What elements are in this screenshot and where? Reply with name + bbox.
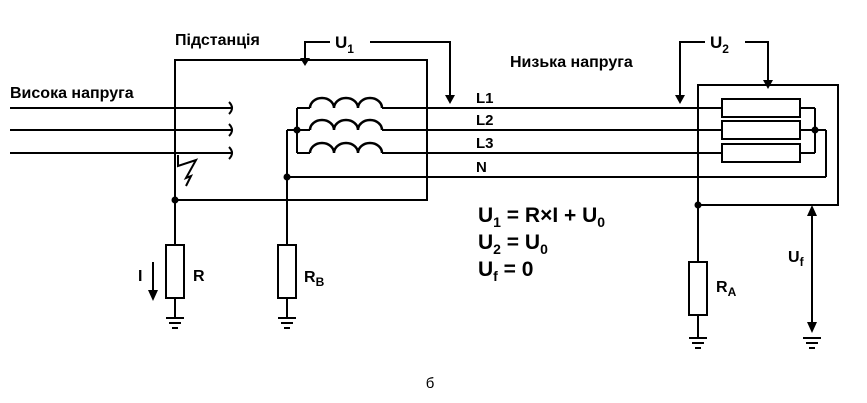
resistor-r xyxy=(165,244,185,299)
u1-bracket-right xyxy=(370,41,451,95)
label-u2: U2 xyxy=(710,33,729,56)
formulas: U1 = R×I + U0 U2 = U0 Uf = 0 xyxy=(478,204,605,284)
label-uf: Uf xyxy=(788,249,805,269)
transformer-coil-l2 xyxy=(308,118,384,131)
load-resistor-3 xyxy=(721,143,801,163)
u2-bracket-right xyxy=(745,41,769,80)
ground-symbol-rb xyxy=(278,317,296,329)
hv-break-2 xyxy=(228,123,233,137)
junction-dot xyxy=(171,196,179,204)
figure-caption: б xyxy=(426,375,435,392)
formula-u2: U2 = U0 xyxy=(478,231,548,257)
label-low-voltage: Низька напруга xyxy=(510,54,633,71)
label-n: N xyxy=(476,159,487,176)
label-r: R xyxy=(193,268,205,285)
label-substation: Підстанція xyxy=(175,32,260,49)
fault-lightning xyxy=(177,155,199,187)
u2-arrow-right xyxy=(763,80,773,89)
load-resistor-1 xyxy=(721,98,801,118)
label-high-voltage: Висока напруга xyxy=(10,85,134,102)
uf-arrow-top xyxy=(807,205,817,216)
ground-symbol-r xyxy=(166,317,184,329)
label-current: I xyxy=(138,268,142,285)
consumer-ground-dot xyxy=(694,201,702,209)
formula-u1: U1 = R×I + U0 xyxy=(478,204,605,230)
label-rb: RB xyxy=(304,269,325,289)
hv-break-3 xyxy=(228,146,233,160)
ground-symbol-ra xyxy=(689,337,707,349)
transformer-coil-l3 xyxy=(308,141,384,154)
ground-symbol-uf xyxy=(803,337,821,349)
u1-bracket-left xyxy=(304,41,330,60)
label-l2: L2 xyxy=(476,112,494,129)
transformer-coil-l1 xyxy=(308,96,384,109)
label-ra: RA xyxy=(716,279,737,299)
uf-arrow-bottom xyxy=(807,322,817,333)
label-u1: U1 xyxy=(335,33,354,56)
u1-arrow-right xyxy=(445,95,455,104)
resistor-rb xyxy=(277,244,297,299)
load-resistor-2 xyxy=(721,120,801,140)
u1-arrow-left xyxy=(300,58,310,66)
u2-arrow-left xyxy=(675,95,685,104)
label-l1: L1 xyxy=(476,90,494,107)
resistor-ra xyxy=(688,261,708,316)
current-arrow-head xyxy=(148,290,158,301)
hv-break-1 xyxy=(228,101,233,115)
u2-bracket-left xyxy=(679,41,705,95)
label-l3: L3 xyxy=(476,135,494,152)
formula-uf: Uf = 0 xyxy=(478,258,533,284)
